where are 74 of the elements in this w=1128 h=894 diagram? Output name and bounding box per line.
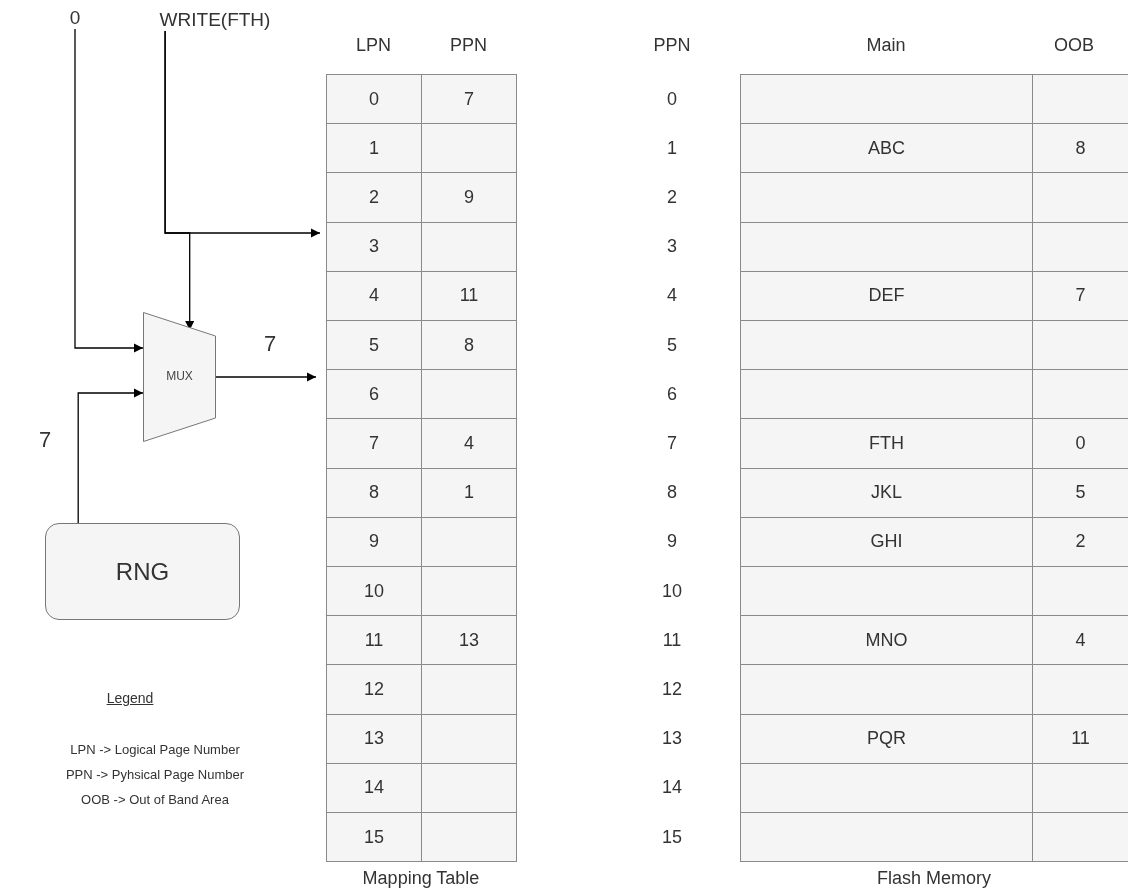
lpn-cell: 0 (326, 74, 422, 125)
oob-cell: 5 (1032, 467, 1128, 518)
table-caption: Mapping Table (362, 867, 480, 889)
column-header: OOB (1054, 34, 1094, 56)
page-number: 8 (667, 481, 677, 503)
lpn-cell: 3 (326, 221, 422, 272)
arrow (74, 28, 144, 353)
table-caption: Flash Memory (877, 867, 991, 889)
ppn-cell: 9 (421, 172, 517, 223)
page-number: 9 (667, 530, 677, 552)
oob-cell: 2 (1032, 516, 1128, 567)
oob-cell: 7 (1032, 270, 1128, 321)
input-label: WRITE(FTH) (159, 9, 271, 31)
arrow (77, 388, 144, 524)
edge-label: 7 (263, 331, 277, 357)
page-number: 13 (662, 727, 682, 749)
page-number: 10 (662, 580, 682, 602)
oob-cell: 11 (1032, 713, 1128, 764)
data-cell: JKL (740, 467, 1033, 518)
lpn-cell: 14 (326, 762, 422, 813)
page-number: 2 (667, 186, 677, 208)
multiplexer-symbol: MUX (143, 312, 216, 442)
ppn-cell: 4 (421, 418, 517, 469)
page-number: 4 (667, 284, 677, 306)
process-box: RNG (45, 523, 240, 620)
page-number: 12 (662, 678, 682, 700)
ppn-cell: 8 (421, 320, 517, 371)
legend-heading: Legend (106, 690, 154, 706)
page-number: 6 (667, 383, 677, 405)
page-number: 15 (662, 826, 682, 848)
lpn-cell: 1 (326, 123, 422, 174)
edge-label: 7 (38, 427, 52, 453)
lpn-cell: 6 (326, 369, 422, 420)
lpn-cell: 15 (326, 812, 422, 863)
arrow (215, 372, 317, 382)
ppn-cell: 11 (421, 270, 517, 321)
lpn-cell: 10 (326, 566, 422, 617)
lpn-cell: 7 (326, 418, 422, 469)
page-number: 14 (662, 776, 682, 798)
column-header: PPN (450, 34, 487, 56)
column-header: LPN (356, 34, 391, 56)
data-cell: MNO (740, 615, 1033, 666)
oob-cell: 0 (1032, 418, 1128, 469)
page-number: 11 (662, 629, 682, 651)
column-header: PPN (653, 34, 691, 56)
ppn-cell: 1 (421, 467, 517, 518)
lpn-cell: 11 (326, 615, 422, 666)
lpn-cell: 13 (326, 713, 422, 764)
page-number: 3 (667, 235, 677, 257)
oob-cell: 8 (1032, 123, 1128, 174)
legend-entry: OOB -> Out of Band Area (81, 791, 229, 807)
lpn-cell: 12 (326, 664, 422, 715)
data-cell: PQR (740, 713, 1033, 764)
page-number: 5 (667, 334, 677, 356)
input-label: 0 (69, 7, 81, 29)
ppn-cell: 7 (421, 74, 517, 125)
legend-entry: LPN -> Logical Page Number (70, 741, 240, 757)
lpn-cell: 2 (326, 172, 422, 223)
data-cell: DEF (740, 270, 1033, 321)
column-header: Main (866, 34, 906, 56)
lpn-cell: 9 (326, 516, 422, 567)
lpn-cell: 5 (326, 320, 422, 371)
lpn-cell: 4 (326, 270, 422, 321)
legend-entry: PPN -> Pyhsical Page Number (65, 766, 245, 782)
data-cell: ABC (740, 123, 1033, 174)
data-cell: GHI (740, 516, 1033, 567)
data-cell: FTH (740, 418, 1033, 469)
page-number: 7 (667, 432, 677, 454)
oob-cell: 4 (1032, 615, 1128, 666)
page-number: 0 (667, 88, 677, 110)
ppn-cell: 13 (421, 615, 517, 666)
arrow (164, 30, 321, 238)
page-number: 1 (667, 137, 677, 159)
lpn-cell: 8 (326, 467, 422, 518)
